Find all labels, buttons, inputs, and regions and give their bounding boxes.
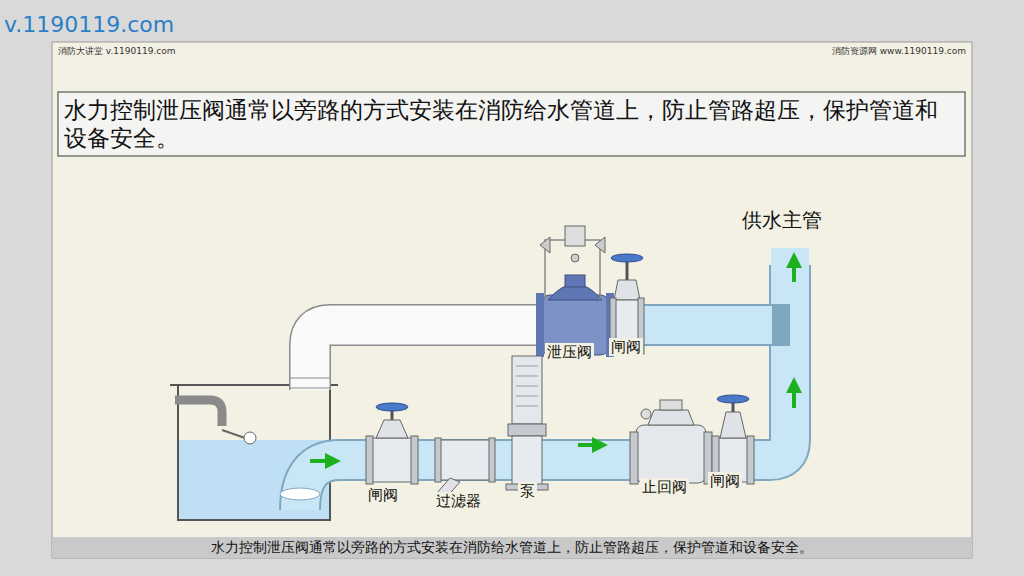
panel xyxy=(52,42,972,558)
part-label: 止回阀 xyxy=(640,478,689,496)
water-tank xyxy=(170,385,365,520)
main-pipe xyxy=(360,248,809,460)
source-note: 消防资源网 www.1190119.com xyxy=(832,46,966,57)
part-label: 闸阀 xyxy=(366,486,400,504)
caption-bar xyxy=(52,537,972,558)
pump xyxy=(506,356,548,490)
caption: 水力控制泄压阀通常以旁路的方式安装在消防给水管道上，防止管路超压，保护管道和设备… xyxy=(52,539,972,556)
site-url: v.1190119.com xyxy=(4,12,174,38)
part-label: 过滤器 xyxy=(434,492,483,510)
part-label: 闸阀 xyxy=(609,338,643,356)
flow-arrow xyxy=(310,260,794,461)
relief-valve xyxy=(536,226,614,357)
part-label: 泵 xyxy=(518,482,537,500)
gate-valve-discharge xyxy=(712,395,754,484)
strainer xyxy=(435,438,495,500)
title-box xyxy=(58,92,965,156)
source-note: 消防大讲堂 v.1190119.com xyxy=(58,46,176,57)
bypass-pipe xyxy=(290,325,545,390)
part-label: 闸阀 xyxy=(708,472,742,490)
part-label: 泄压阀 xyxy=(545,343,594,361)
part-label: 供水主管 xyxy=(742,208,822,232)
gate-valve-suction xyxy=(366,403,418,484)
check-valve xyxy=(630,400,712,484)
title: 水力控制泄压阀通常以旁路的方式安装在消防给水管道上，防止管路超压，保护管道和设备… xyxy=(64,96,960,152)
